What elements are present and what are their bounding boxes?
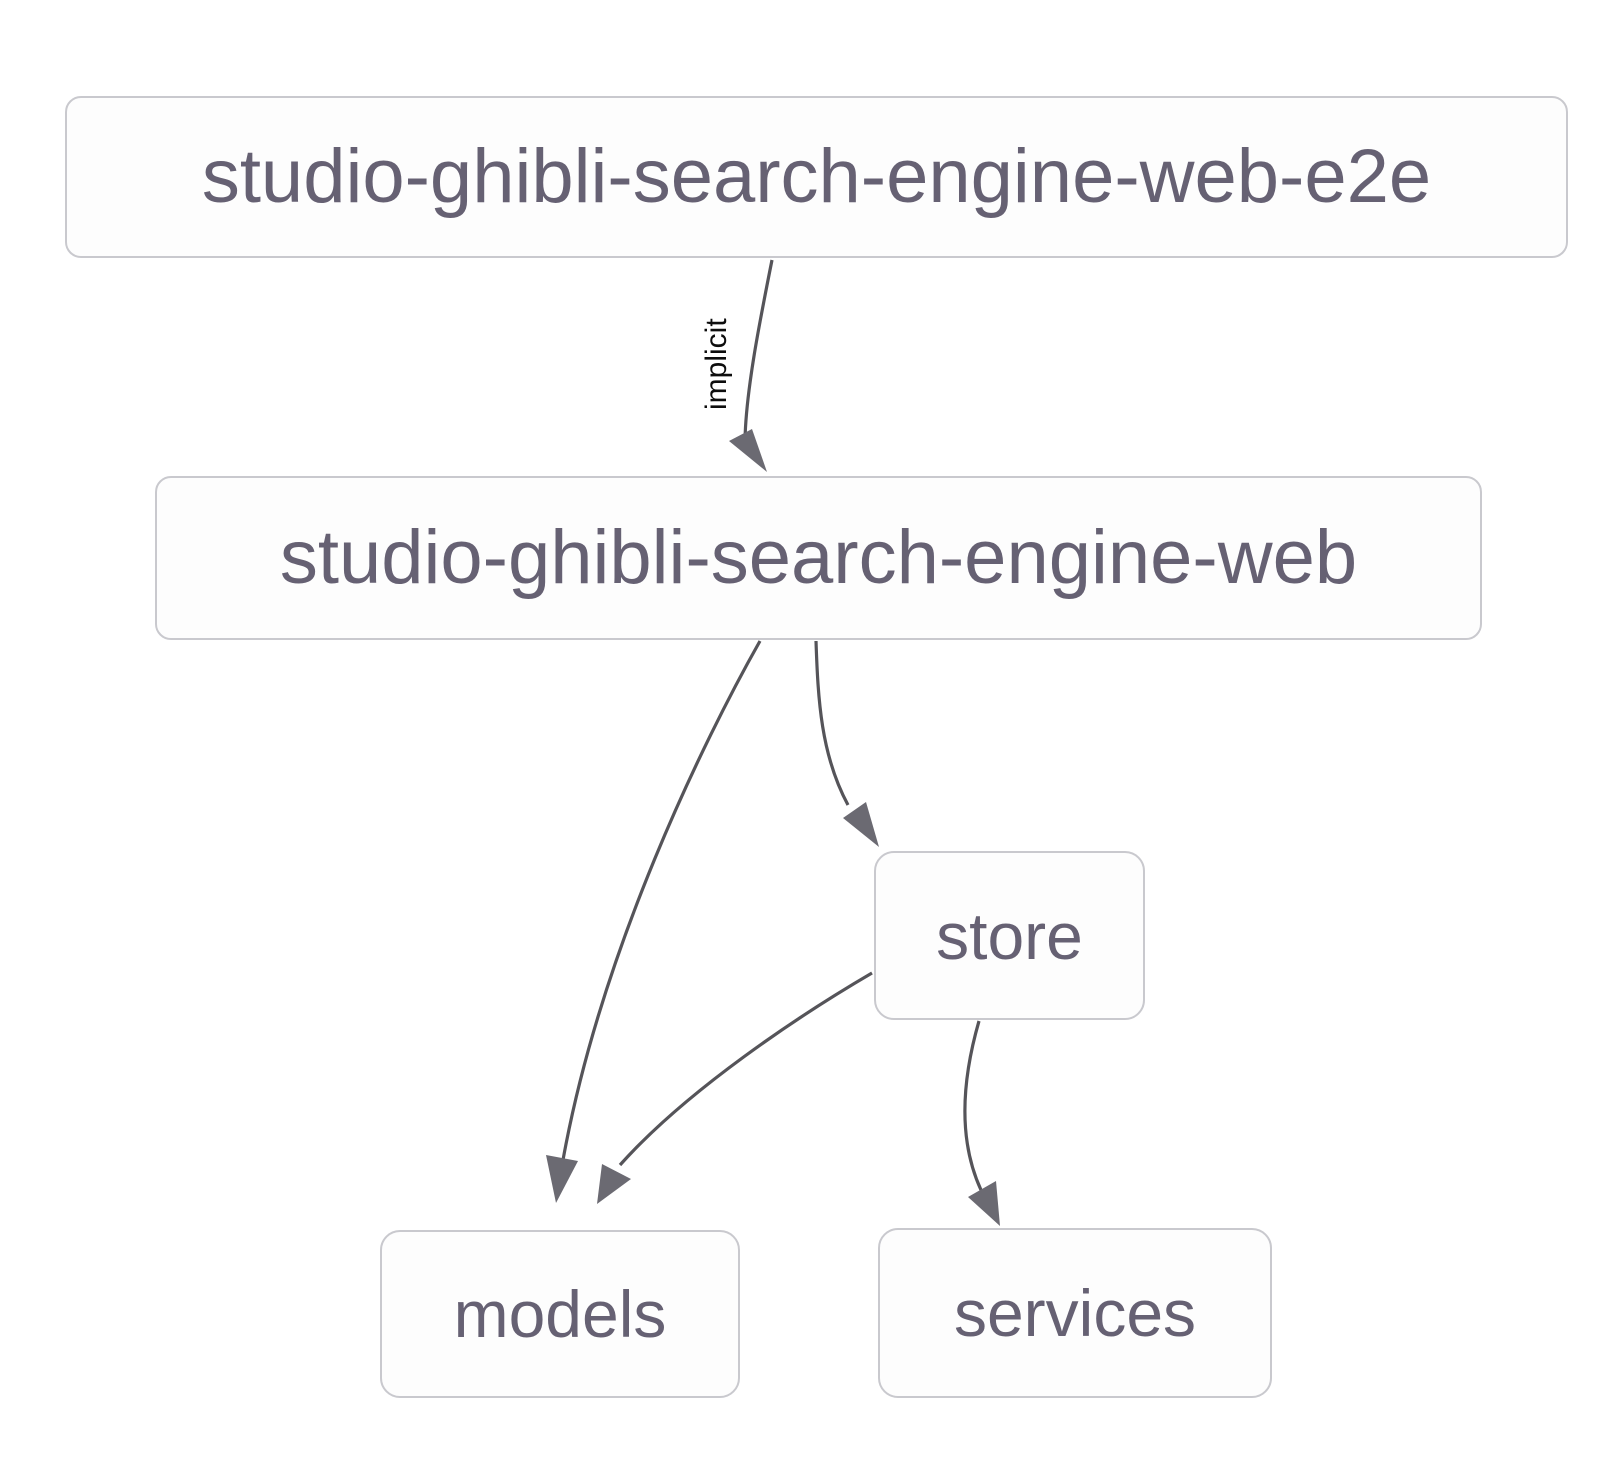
node-models[interactable]: models (380, 1230, 740, 1398)
arrowhead-store-services (968, 1181, 1000, 1226)
node-label: services (953, 1276, 1197, 1350)
arrowhead-root-web (729, 429, 767, 472)
edge-label-implicit: implicit (700, 318, 733, 410)
edge-store-to-models (597, 971, 873, 1204)
edge-path-web-models (561, 640, 762, 1161)
edge-path-root-web (743, 259, 774, 441)
node-studio-ghibli-search-engine-web[interactable]: studio-ghibli-search-engine-web (155, 476, 1482, 640)
node-label: studio-ghibli-search-engine-web-e2e (201, 134, 1432, 219)
node-studio-ghibli-search-engine-web-e2e[interactable]: studio-ghibli-search-engine-web-e2e (65, 96, 1568, 258)
edge-root-to-web (729, 259, 774, 472)
edge-web-to-store (814, 640, 879, 847)
node-store[interactable]: store (874, 851, 1145, 1020)
arrowhead-web-store (843, 802, 879, 847)
edge-path-store-models (618, 971, 873, 1167)
node-label: store (936, 898, 1083, 973)
node-services[interactable]: services (878, 1228, 1272, 1398)
node-label: studio-ghibli-search-engine-web (279, 515, 1358, 600)
arrowhead-web-models (546, 1155, 578, 1203)
edge-path-store-services (963, 1020, 983, 1191)
edge-store-to-services (963, 1020, 1000, 1226)
arrowhead-store-models (597, 1164, 631, 1204)
edge-path-web-store (814, 640, 850, 806)
edge-web-to-models (546, 640, 762, 1203)
node-label: models (453, 1277, 667, 1351)
